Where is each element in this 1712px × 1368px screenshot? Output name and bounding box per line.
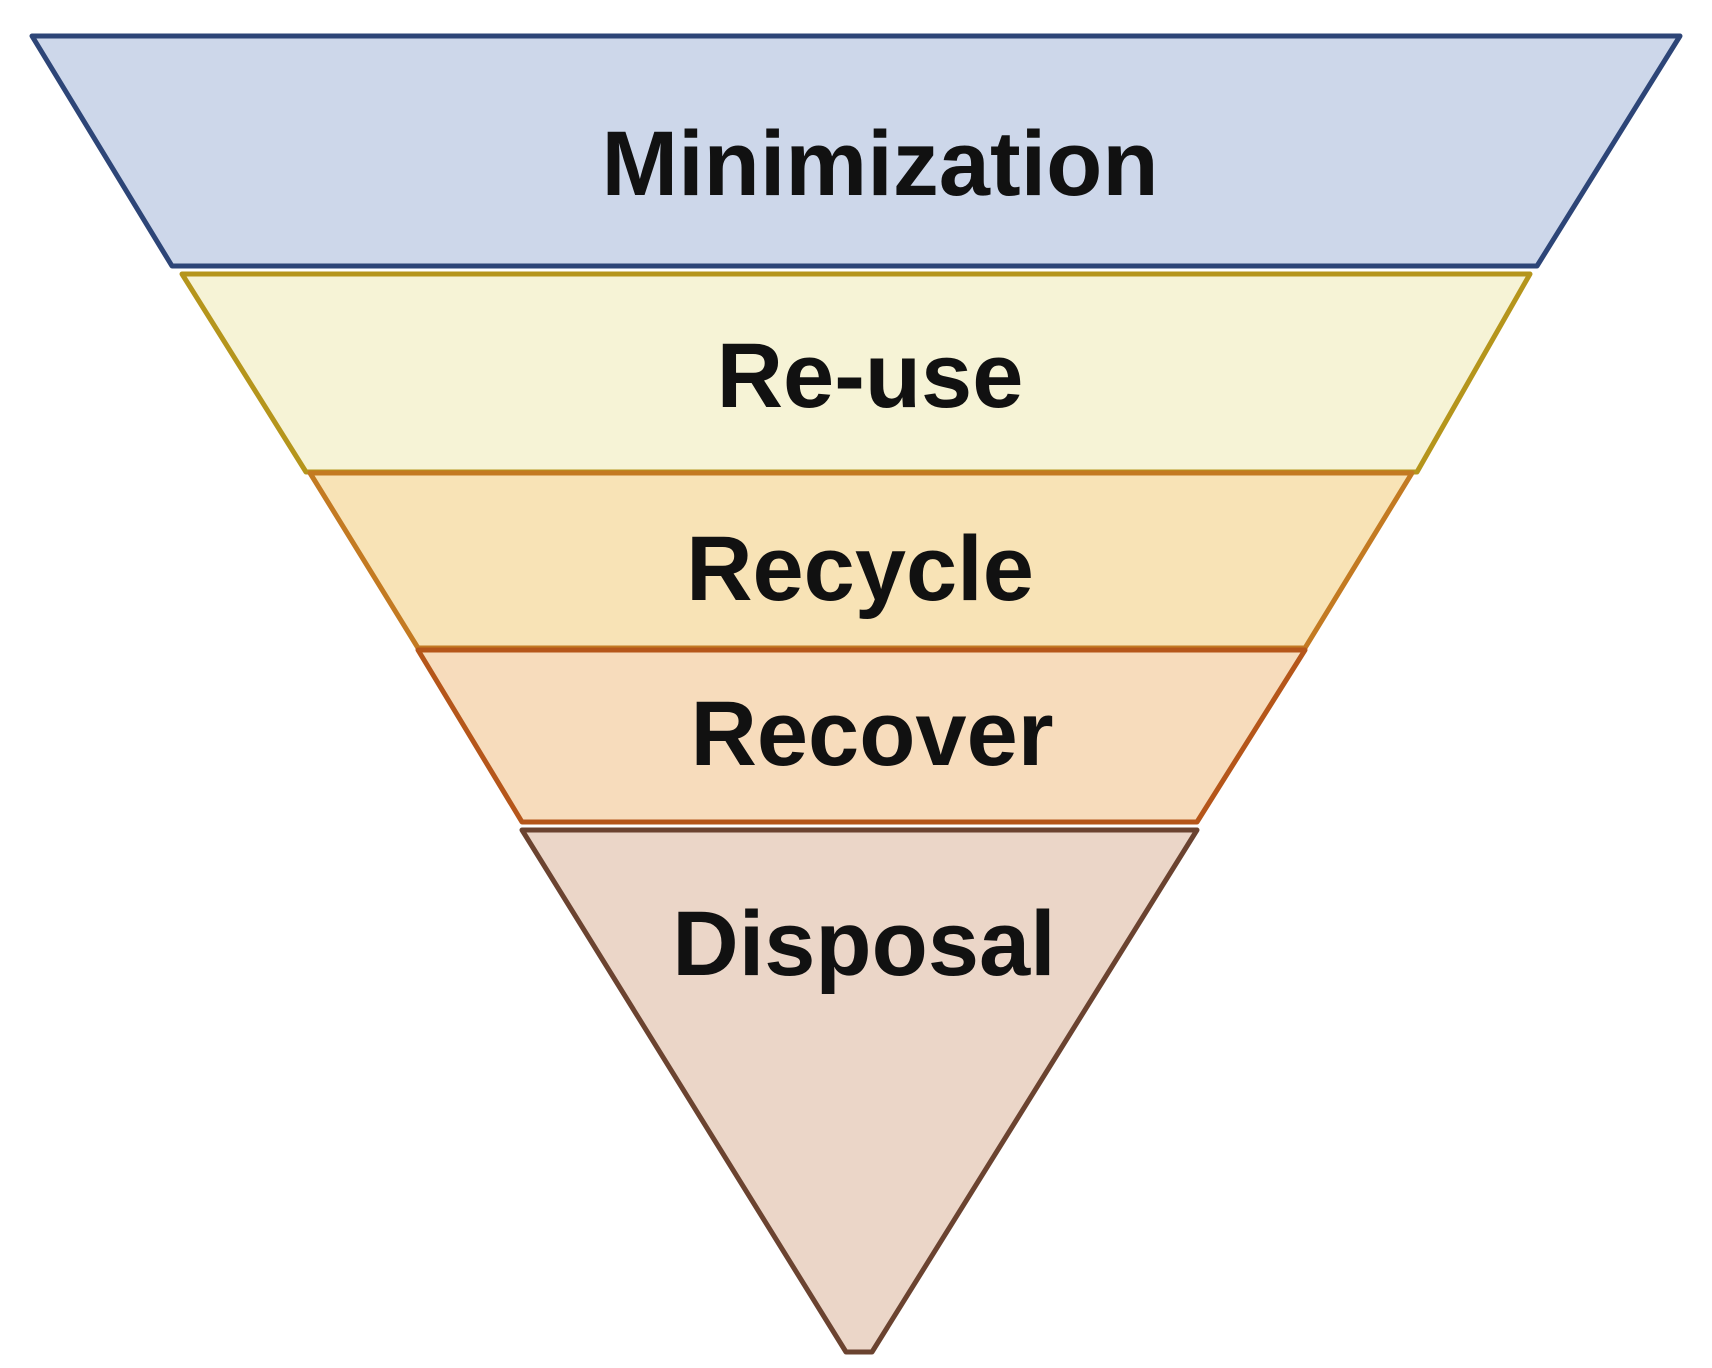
tier-disposal-label: Disposal (672, 893, 1055, 995)
tier-recover-band (415, 647, 1308, 825)
tier-recover-label: Recover (690, 683, 1053, 785)
tier-minimization-band (29, 33, 1683, 269)
tier-recycle-label: Recycle (686, 518, 1034, 620)
tier-disposal-band (519, 827, 1200, 1355)
tier-reuse-label: Re-use (717, 325, 1024, 427)
tier-reuse-band (179, 271, 1533, 475)
tier-minimization-label: Minimization (601, 113, 1158, 215)
